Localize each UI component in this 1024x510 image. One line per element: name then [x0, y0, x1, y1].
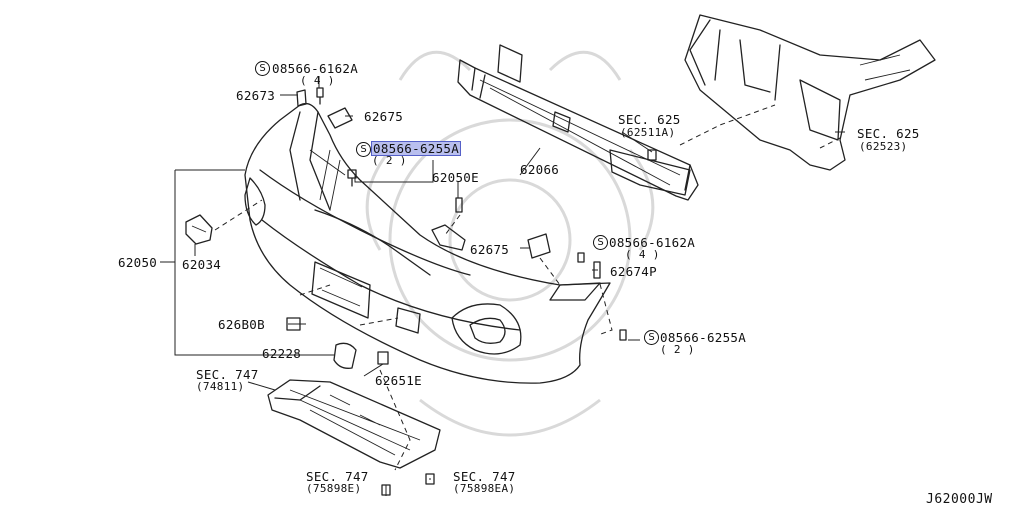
- diagram-code: J62000JW: [926, 492, 993, 507]
- label-bolt-6162a-mid: 08566-6162A: [609, 235, 696, 250]
- engine-undercover: [267, 379, 441, 469]
- s-symbol: S: [644, 330, 659, 345]
- label-62673: 62673: [236, 88, 276, 103]
- label-sec747-a-ref: (74811): [196, 380, 245, 393]
- license-plate-bracket: [311, 261, 371, 319]
- label-62228: 62228: [262, 346, 302, 361]
- label-sec747-c-ref: (75898EA): [453, 482, 516, 495]
- label-sec747-a: SEC. 747: [196, 367, 259, 382]
- label-sec625-b-ref: (62523): [859, 140, 908, 153]
- watermark-emblem: [365, 50, 655, 437]
- label-62050: 62050: [118, 255, 158, 270]
- fog-lamp-bracket: [185, 214, 213, 245]
- label-bolt-6162a-mid-qty: ( 4 ): [625, 248, 660, 261]
- label-sec747-c: SEC. 747: [453, 469, 516, 484]
- label-sec625-b: SEC. 625: [857, 126, 920, 141]
- s-symbol: S: [593, 235, 608, 250]
- label-62651e: 62651E: [375, 373, 422, 388]
- label-62675-mid: 62675: [470, 242, 510, 257]
- radiator-core-support: [684, 14, 936, 171]
- label-bolt-6255a-low-qty: ( 2 ): [660, 343, 695, 356]
- front-bumper-fascia: [244, 102, 611, 384]
- label-626b0b: 626B0B: [218, 317, 265, 332]
- label-sec747-b-ref: (75898E): [306, 482, 362, 495]
- label-bolt-6255a-low: 08566-6255A: [660, 330, 747, 345]
- label-62050e: 62050E: [432, 170, 479, 185]
- bumper-reinforcement: [457, 44, 699, 201]
- s-symbol: S: [356, 142, 371, 157]
- label-bolt-6162a-top: 08566-6162A: [272, 61, 359, 76]
- label-62674p: 62674P: [610, 264, 657, 279]
- label-62066: 62066: [520, 162, 560, 177]
- fasteners: [296, 87, 657, 496]
- leader-lines: [160, 76, 845, 496]
- alignment-lines: [214, 104, 841, 471]
- tow-hook-cover: [286, 307, 421, 369]
- label-sec625-a-ref: (62511A): [620, 126, 676, 139]
- label-bolt-6255a-top-qty: ( 2 ): [372, 154, 407, 167]
- label-62034: 62034: [182, 257, 222, 272]
- label-sec625-a: SEC. 625: [618, 112, 681, 127]
- s-symbol: S: [255, 61, 270, 76]
- label-62675-top: 62675: [364, 109, 404, 124]
- label-bolt-6255a-top-highlighted[interactable]: 08566-6255A: [370, 141, 462, 156]
- label-bolt-6162a-top-qty: ( 4 ): [300, 74, 335, 87]
- label-sec747-b: SEC. 747: [306, 469, 369, 484]
